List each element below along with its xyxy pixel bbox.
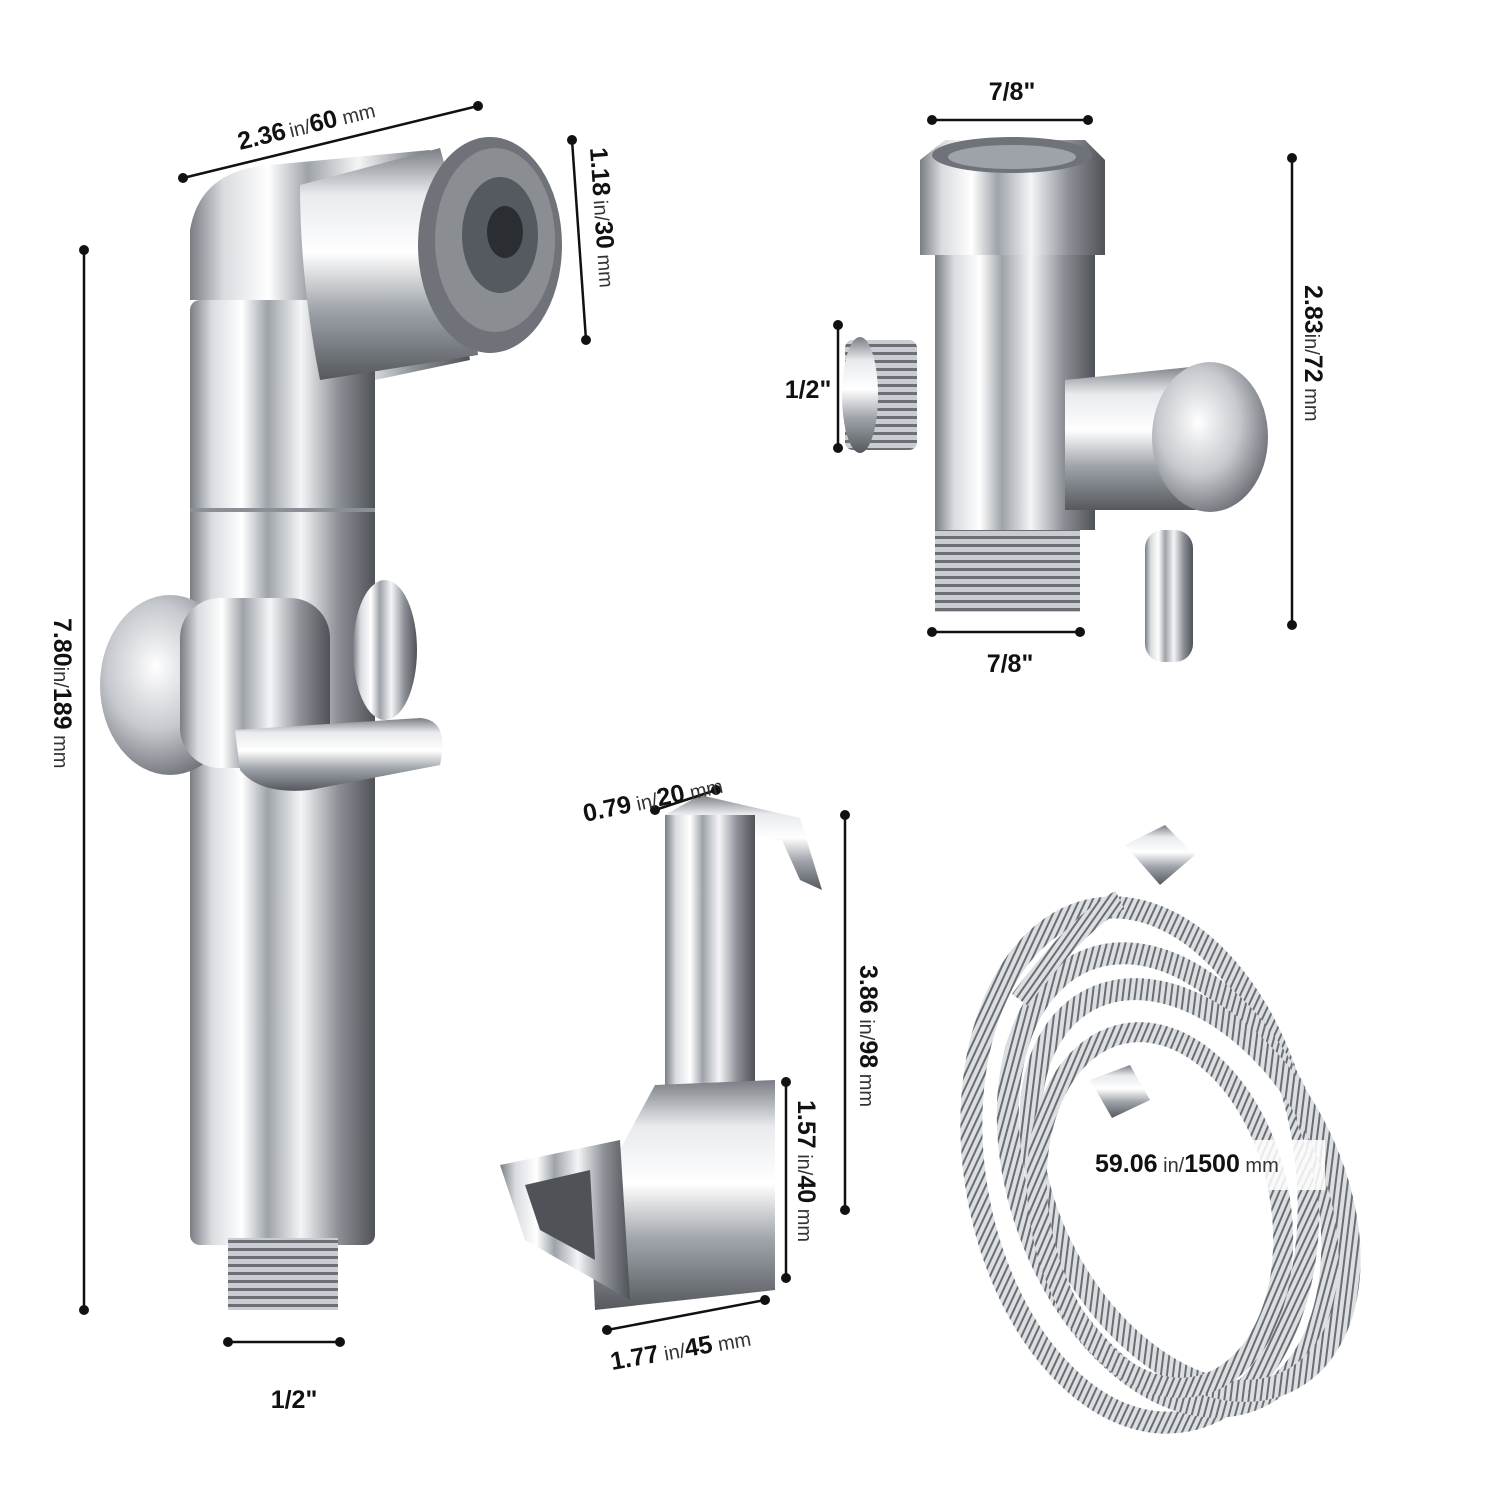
sprayer-height-dimension: 7.80in/189 mm (48, 245, 89, 1315)
hose-length-in: 59.06 (1095, 1150, 1158, 1178)
valve-top-label: 7/8" (989, 78, 1036, 106)
hose-length-label: 59.06 in/1500 mm (1095, 1150, 1279, 1178)
sprayer-width-unit-mm: mm (335, 100, 378, 131)
nozzle-diameter-dimension: 1.18in/30 mm (567, 135, 622, 345)
holder-base-width-unit-mm: mm (711, 1329, 753, 1357)
valve-height-unit-mm: mm (1300, 383, 1322, 422)
nozzle-unit-mm: mm (592, 248, 617, 288)
valve-bottom-thread (935, 530, 1080, 612)
hose-length-mm: 1500 (1184, 1150, 1240, 1178)
valve-height-dimension: 2.83in/72 mm (1287, 153, 1327, 630)
holder-base-width-in: 1.77 (608, 1340, 661, 1376)
sprayer-height-mm: 189 (48, 688, 76, 730)
holder-base-height-unit-mm: mm (793, 1203, 815, 1242)
valve-side-dimension: 1/2" (785, 320, 843, 453)
holder-base-width-mm: 45 (682, 1330, 714, 1362)
holder-base-width-dimension: 1.77 in/45 mm (602, 1295, 770, 1376)
holder-illustration (500, 795, 822, 1310)
valve-bottom-dimension: 7/8" (927, 627, 1085, 678)
sprayer-thread-label: 1/2" (271, 1386, 318, 1414)
hose-length-unit-mm: mm (1240, 1155, 1279, 1177)
hose-illustration (960, 825, 1361, 1434)
sprayer-width-mm: 60 (306, 105, 340, 139)
sprayer-height-unit-mm: mm (49, 730, 71, 769)
holder-base (590, 1080, 775, 1310)
valve-height-in: 2.83 (1299, 285, 1327, 334)
valve-height-unit-in: in/ (1300, 334, 1322, 356)
valve-height-mm: 72 (1299, 355, 1327, 383)
hook-mm: 20 (654, 779, 687, 812)
sprayer-thread-dimension: 1/2" (223, 1337, 345, 1414)
valve-lever (1145, 530, 1193, 662)
holder-height-dimension: 3.86 in/98 mm (840, 810, 882, 1215)
t-valve-illustration (842, 137, 1268, 662)
hose-middle-connector (1090, 1065, 1150, 1118)
sprayer-thread (228, 1238, 338, 1310)
sprayer-width-in: 2.36 (235, 117, 289, 156)
nozzle-hole-icon (487, 206, 523, 258)
holder-strip (665, 815, 755, 1105)
svg-text:1.77 in/45 mm: 1.77 in/45 mm (608, 1324, 753, 1376)
nozzle-unit-in: in/ (589, 199, 612, 222)
holder-base-height-unit-in: in/ (793, 1149, 815, 1176)
hose-top-connector (1125, 825, 1195, 885)
holder-height-unit-in: in/ (855, 1014, 877, 1041)
holder-height-unit-mm: mm (855, 1068, 877, 1107)
valve-bottom-label: 7/8" (987, 650, 1034, 678)
nozzle-in: 1.18 (584, 146, 615, 197)
svg-text:1.57 in/40 mm: 1.57 in/40 mm (792, 1100, 820, 1242)
hook-in: 0.79 (580, 790, 633, 828)
sprayer-height-in: 7.80 (48, 618, 76, 667)
sprayer-illustration (100, 137, 562, 1310)
holder-base-height-dimension: 1.57 in/40 mm (781, 1077, 820, 1283)
svg-text:2.83in/72 mm: 2.83in/72 mm (1299, 285, 1327, 422)
svg-text:1.18in/30 mm: 1.18in/30 mm (584, 146, 622, 288)
holder-height-in: 3.86 (854, 965, 882, 1014)
svg-text:3.86 in/98 mm: 3.86 in/98 mm (854, 965, 882, 1107)
sprayer-lever (235, 718, 443, 791)
holder-base-height-in: 1.57 (792, 1100, 820, 1149)
hose-length-unit-in: in/ (1158, 1155, 1185, 1177)
nozzle-mm: 30 (589, 220, 619, 250)
valve-side-label: 1/2" (785, 376, 832, 404)
sprayer-height-unit-in: in/ (49, 667, 71, 689)
holder-base-height-mm: 40 (792, 1175, 820, 1203)
holder-height-mm: 98 (854, 1040, 882, 1068)
valve-top-dimension: 7/8" (927, 78, 1093, 125)
holder-base-width-unit-in: in/ (657, 1340, 688, 1366)
svg-text:7.80in/189 mm: 7.80in/189 mm (48, 618, 76, 768)
